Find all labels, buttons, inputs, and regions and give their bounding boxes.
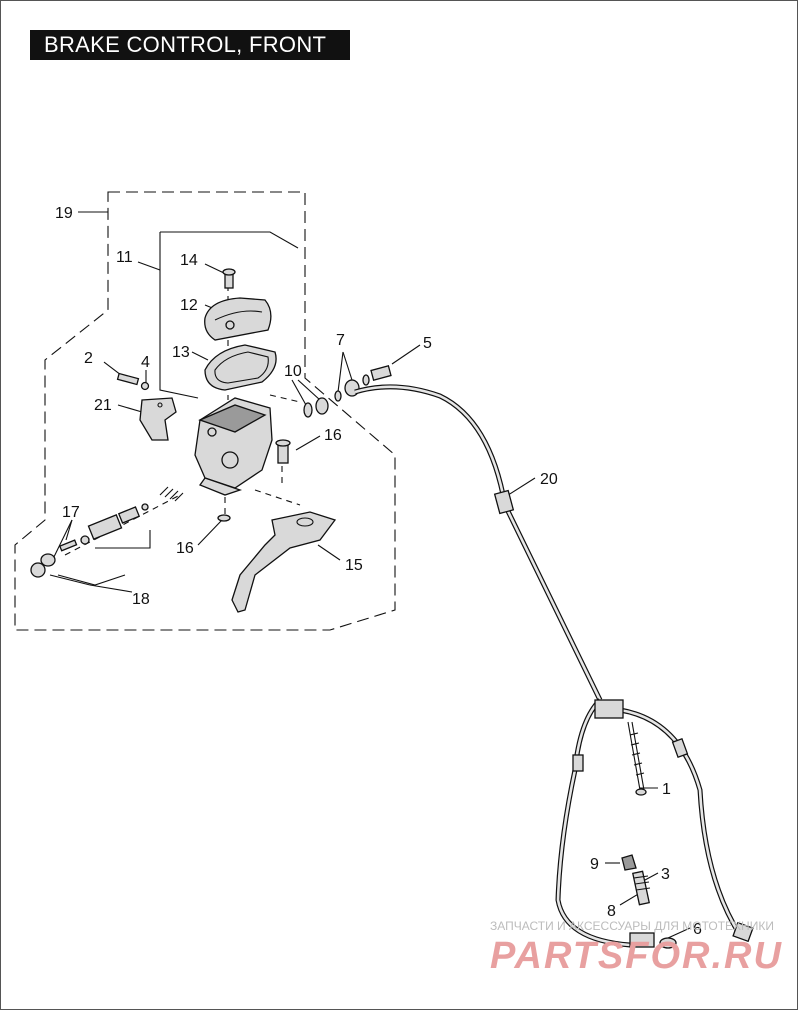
clamp-part-21 bbox=[139, 397, 177, 441]
callout-17: 17 bbox=[62, 504, 80, 521]
callout-19: 19 bbox=[55, 205, 73, 222]
callout-15: 15 bbox=[345, 557, 363, 574]
callout-8: 8 bbox=[607, 903, 616, 920]
clamp-screw-part-2 bbox=[116, 372, 140, 386]
callout-7: 7 bbox=[336, 332, 345, 349]
callout-12: 12 bbox=[180, 297, 198, 314]
bleeder-cap-part-9 bbox=[621, 854, 637, 871]
pivot-pin-part-16 bbox=[275, 439, 291, 464]
callout-16-pin: 16 bbox=[324, 427, 342, 444]
watermark-logo: PARTSFOR.RU bbox=[490, 935, 783, 977]
callout-21: 21 bbox=[94, 397, 112, 414]
callout-9: 9 bbox=[590, 856, 599, 873]
callout-14: 14 bbox=[180, 252, 198, 269]
diaphragm-gasket-part-13 bbox=[204, 344, 277, 391]
bleeder-valve-part-3 bbox=[632, 870, 651, 906]
group-11-bracket bbox=[159, 231, 299, 399]
watermark-tagline: ЗАПЧАСТИ И АКСЕССУАРЫ ДЛЯ МОТОТЕХНИКИ bbox=[490, 919, 774, 933]
banjo-fitting-group bbox=[303, 365, 392, 418]
callout-1: 1 bbox=[662, 781, 671, 798]
brake-hose-part-20 bbox=[354, 384, 754, 948]
callout-10: 10 bbox=[284, 363, 302, 380]
callout-4: 4 bbox=[141, 354, 150, 371]
callout-11: 11 bbox=[116, 249, 133, 266]
retaining-ring-part-16 bbox=[217, 514, 231, 522]
callout-5: 5 bbox=[423, 335, 432, 352]
group-19-outline bbox=[14, 191, 396, 631]
callout-6: 6 bbox=[693, 921, 702, 938]
callout-3: 3 bbox=[661, 866, 670, 883]
callout-13: 13 bbox=[172, 344, 190, 361]
washer-part-4 bbox=[140, 381, 150, 391]
callout-18: 18 bbox=[132, 591, 150, 608]
piston-assembly bbox=[30, 486, 184, 578]
cover-screw-part-14 bbox=[222, 268, 236, 289]
brake-lever-part-15 bbox=[231, 511, 337, 613]
master-cylinder-body bbox=[194, 397, 273, 496]
callout-2: 2 bbox=[84, 350, 93, 367]
leader-lines bbox=[49, 211, 691, 939]
reservoir-cover-part-12 bbox=[204, 297, 272, 341]
callout-20: 20 bbox=[540, 471, 558, 488]
callout-16-ring: 16 bbox=[176, 540, 194, 557]
hose-mount-bolt-part-1 bbox=[627, 721, 647, 796]
diagram-title: BRAKE CONTROL, FRONT bbox=[30, 30, 350, 60]
callout-labels: 19 11 14 12 13 2 4 21 10 7 5 16 20 17 16… bbox=[55, 205, 702, 938]
washer-part-6 bbox=[659, 937, 677, 949]
